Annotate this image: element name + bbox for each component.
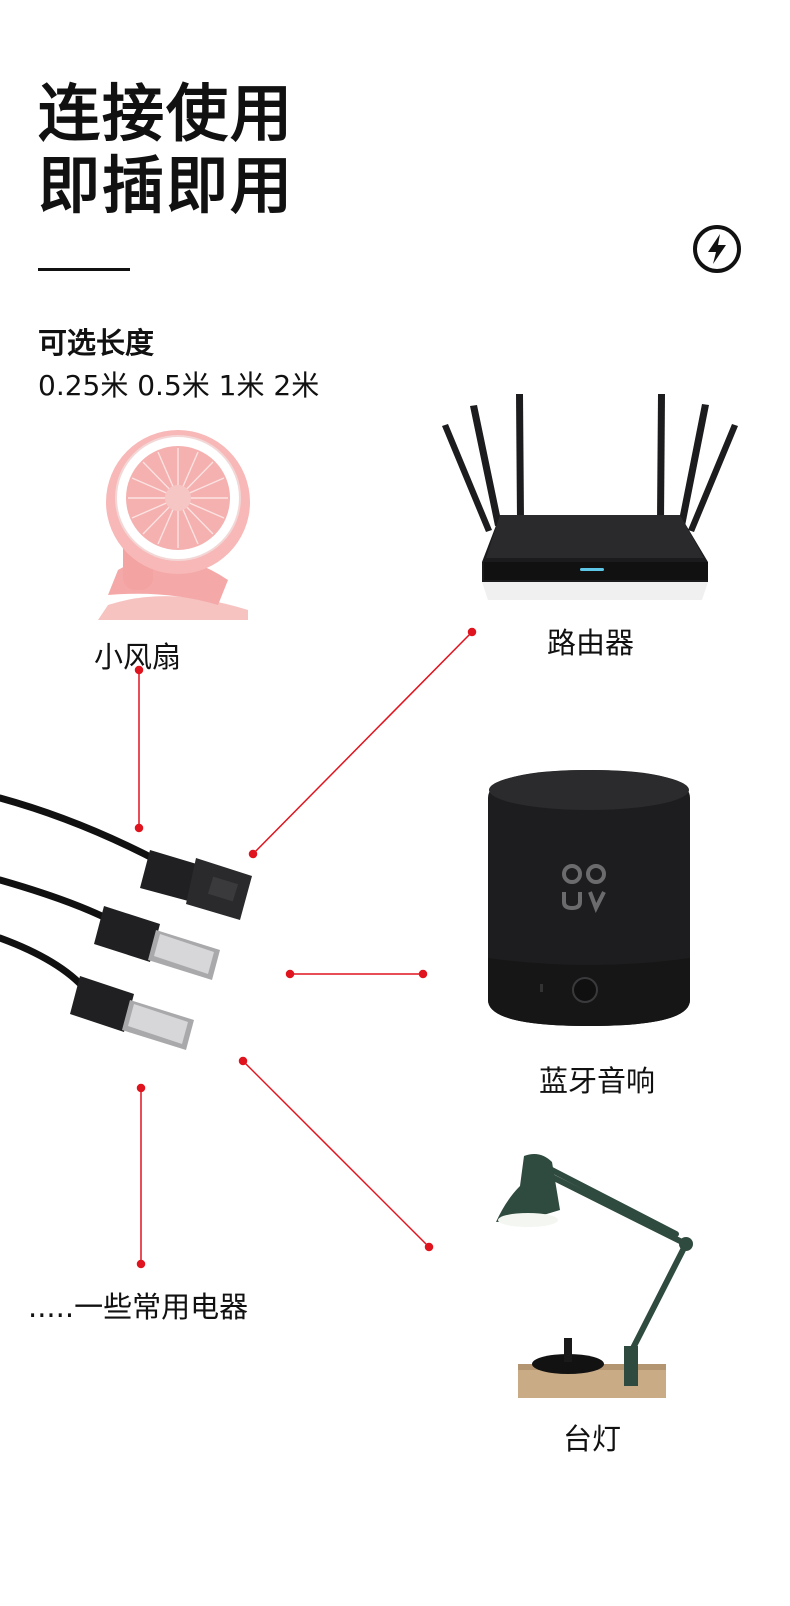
connector-lamp [242, 1060, 430, 1248]
connector-router [252, 631, 473, 855]
other-appliances-label: .....一些常用电器 [28, 1290, 249, 1324]
fan-image [98, 430, 250, 620]
lightning-bolt-icon [693, 225, 741, 273]
router-label: 路由器 [547, 626, 635, 660]
fan-label: 小风扇 [94, 640, 182, 674]
headline-line-1: 连接使用 [38, 77, 295, 150]
length-options-title: 可选长度 [38, 326, 155, 360]
router-image [442, 394, 738, 600]
speaker-label: 蓝牙音响 [539, 1064, 656, 1098]
lamp-label: 台灯 [563, 1422, 622, 1456]
speaker-image [488, 770, 690, 1026]
length-options-values: 0.25米 0.5米 1米 2米 [38, 369, 320, 402]
section-divider [38, 268, 130, 271]
usb-cable-image [0, 794, 252, 1050]
headline-line-2: 即插即用 [38, 149, 295, 222]
lamp-image [496, 1154, 693, 1398]
